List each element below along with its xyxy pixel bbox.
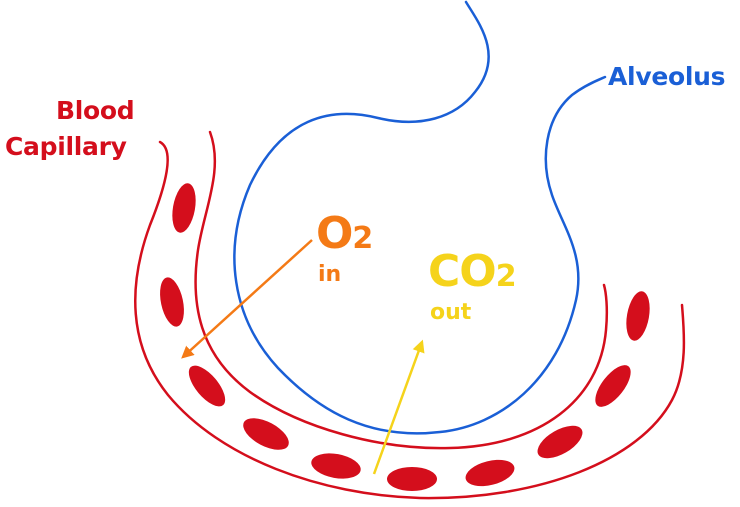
blood-capillary-label-line1: Blood (56, 96, 135, 125)
oxygen-subscript: 2 (352, 221, 374, 256)
red-blood-cell (465, 459, 515, 487)
capillary-outer-wall (134, 140, 686, 500)
carbon-dioxide-out-arrow (372, 339, 425, 475)
red-blood-cells (160, 183, 650, 491)
capillary-inner-wall (194, 130, 609, 450)
oxygen-label: O2 (316, 212, 373, 256)
red-blood-cell (172, 183, 196, 233)
alveolus-outline (233, 0, 607, 435)
carbon-dioxide-direction-label: out (430, 300, 472, 325)
oxygen-symbol: O (316, 208, 353, 259)
red-blood-cell (311, 453, 361, 479)
red-blood-cell (243, 418, 289, 450)
carbon-dioxide-label: CO2 (428, 250, 517, 294)
oxygen-direction-label: in (318, 262, 342, 287)
red-blood-cell (387, 467, 437, 491)
oxygen-in-arrow (181, 239, 313, 359)
blood-capillary-label-line2: Capillary (5, 132, 127, 161)
carbon-dioxide-subscript: 2 (495, 259, 517, 294)
red-blood-cell (595, 365, 631, 407)
red-blood-cell (537, 425, 583, 459)
red-blood-cell (160, 277, 184, 327)
red-blood-cell (188, 365, 226, 407)
red-blood-cell (626, 291, 650, 341)
carbon-dioxide-symbol: CO (428, 246, 497, 297)
alveolus-label: Alveolus (608, 62, 726, 91)
